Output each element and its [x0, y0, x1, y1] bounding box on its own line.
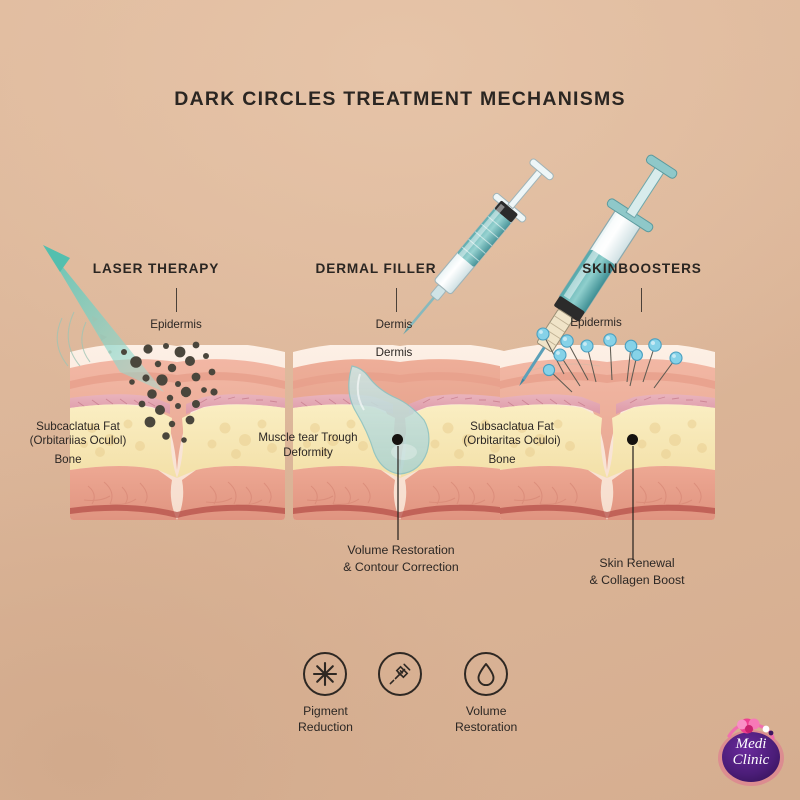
leader-tick-skinboosters: [641, 288, 643, 312]
annotation-dermis-upper: Dermis: [375, 318, 413, 331]
annotation-orbital-fat-left: (Orbitariias Oculol): [29, 434, 127, 447]
annotation-epidermis-left: Epidermis: [150, 318, 202, 331]
annotation-subcutaneous-fat-right: Subsaclatua Fat: [470, 420, 554, 433]
panel-heading-skinboosters: SKINBOOSTERS: [582, 261, 702, 276]
annotation-subcutaneous-fat-left: Subcaclatua Fat: [36, 420, 120, 433]
annotation-bone-right: Bone: [488, 453, 516, 466]
annotation-muscle-tear-trough: Muscle tear Trough: [258, 431, 358, 444]
legend-label-line1-pigment: Pigment: [303, 704, 348, 718]
syringe-icon: [378, 652, 422, 696]
skin-cross-section-middle: [293, 345, 508, 520]
callout-caption-filler-line1: Volume Restoration: [347, 543, 455, 557]
legend-item-injection[interactable]: [378, 652, 422, 703]
legend-item-pigment-reduction[interactable]: Pigment Reduction: [298, 652, 353, 735]
legend-label-line1-volume: Volume: [465, 704, 507, 718]
callout-leaders: [397, 446, 634, 560]
legend-label-volume-restoration: Volume Restoration: [455, 703, 517, 735]
legend-item-volume-restoration[interactable]: Volume Restoration: [455, 652, 517, 735]
logo-medi-clinic[interactable]: Medi Clinic: [713, 718, 789, 788]
pigment-deposits: [121, 341, 218, 443]
leader-tick-filler: [396, 288, 398, 312]
callout-caption-skinboosters-line2: & Collagen Boost: [589, 572, 685, 587]
skin-cross-section-left: [70, 345, 285, 520]
page-title: DARK CIRCLES TREATMENT MECHANISMS: [174, 88, 626, 110]
legend-label-pigment-reduction: Pigment Reduction: [298, 703, 353, 735]
annotation-deformity: Deformity: [283, 446, 333, 459]
callout-dot-filler: [392, 434, 403, 445]
droplet-icon: [464, 652, 509, 696]
callout-caption-filler-line2: & Contour Correction: [343, 559, 459, 574]
callout-dot-skinboosters: [627, 434, 638, 445]
laser-beam: [43, 245, 164, 392]
syringe-dermal-filler: [403, 158, 554, 335]
leader-tick-laser: [176, 288, 178, 312]
flower-icon: [727, 718, 775, 740]
annotation-bone-left: Bone: [54, 453, 82, 466]
legend-label-line2-pigment: Reduction: [298, 720, 353, 735]
microinjection-points: [536, 327, 683, 393]
skin-cross-section-right: [500, 345, 715, 520]
starburst-icon: [303, 652, 348, 696]
annotation-orbital-fat-right: (Orbitaritas Oculoi): [463, 434, 561, 447]
panel-heading-dermal-filler: DERMAL FILLER: [315, 261, 437, 276]
legend-label-line2-volume: Restoration: [455, 720, 518, 735]
annotation-dermis-lower: Dermis: [375, 346, 413, 359]
panel-heading-laser-therapy: LASER THERAPY: [92, 261, 220, 276]
callout-caption-skinboosters-line1: Skin Renewal: [599, 556, 675, 570]
callout-caption-skinboosters: Skin Renewal & Collagen Boost: [552, 555, 722, 588]
callout-caption-filler: Volume Restoration & Contour Correction: [316, 542, 486, 575]
annotation-epidermis-right: Epidermis: [570, 316, 622, 329]
